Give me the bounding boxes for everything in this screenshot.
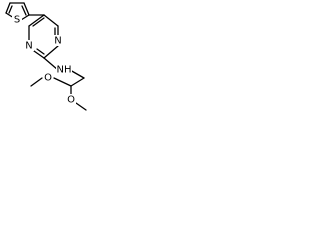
pyrimidine-n1-label: N — [25, 41, 32, 52]
bond-c5-c4 — [43, 14, 59, 27]
bond-c2-n1-double — [36, 48, 45, 55]
amine-atom: NH — [56, 64, 72, 76]
bond-ch-o2 — [53, 77, 72, 87]
bond-c2-c3 — [5, 2, 11, 14]
atom-labels: S N N NH O O — [12, 15, 76, 106]
bond-c2-c3-double — [8, 5, 13, 14]
ether-o2-atom: O — [43, 73, 53, 84]
bond-c6-c5-double — [32, 17, 45, 27]
pyrimidine-n3-atom: N — [53, 35, 63, 47]
dimethoxyethyl-chain — [30, 77, 87, 111]
ether-o2-label: O — [44, 73, 52, 84]
bond-c6-c5 — [28, 14, 45, 27]
ether-o1-atom: O — [66, 94, 76, 106]
pyrimidine-n1-atom: N — [24, 40, 34, 52]
pyrimidine-ring — [28, 14, 59, 59]
bond-c4-c5-double — [21, 5, 27, 16]
sulfur-label: S — [14, 15, 20, 26]
bond-o1-me1 — [75, 102, 87, 111]
pyrimidine-n3-label: N — [54, 36, 61, 47]
amine-label: NH — [57, 65, 72, 76]
bond-nh-ch2 — [69, 69, 85, 79]
bond-ch2-ch — [70, 77, 85, 87]
bond-n3-c2 — [43, 45, 59, 59]
thiophene-ring — [5, 2, 30, 21]
bond-c2-nh — [43, 57, 59, 71]
bond-c4-c5 — [23, 2, 30, 16]
bond-c2-n1 — [33, 50, 45, 59]
bond-o2-me2 — [30, 77, 43, 87]
sulfur-atom: S — [12, 15, 22, 26]
ether-o1-label: O — [67, 95, 75, 106]
bond-c5-s1 — [20, 14, 30, 21]
molecule-structure: S N N NH O O — [5, 2, 87, 111]
